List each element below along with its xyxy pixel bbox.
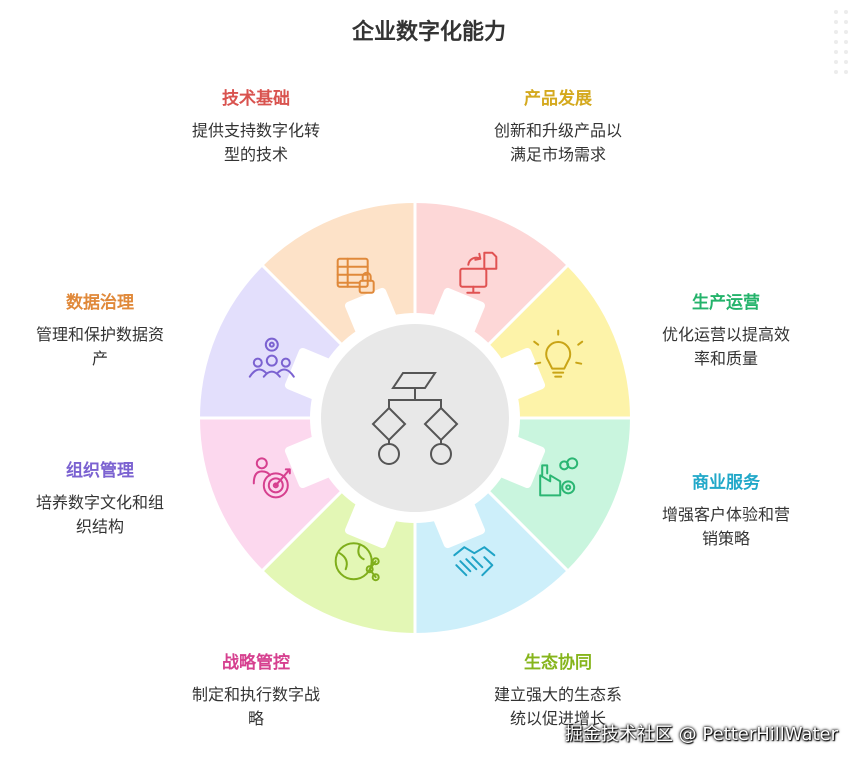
label-description-line: 织结构 [75,517,124,536]
label-description-line: 优化运营以提高效 [661,325,790,344]
label-description-line: 培养数字文化和组 [35,493,164,512]
person-target-icon [252,457,291,499]
label-ecosystem: 生态协同建立强大的生态系统以促进增长 [458,648,658,731]
label-description-line: 统以促进增长 [509,709,606,728]
table-lock-icon [336,257,375,294]
center-hub [321,324,509,512]
label-title: 产品发展 [524,89,592,109]
label-title: 商业服务 [692,473,760,493]
label-description-line: 型的技术 [223,145,288,164]
label-title: 组织管理 [66,461,134,481]
label-title: 战略管控 [222,653,290,673]
label-description-line: 率和质量 [693,349,758,368]
label-description-line: 建立强大的生态系 [493,685,622,704]
label-description-line: 产 [91,349,108,368]
label-description-line: 增强客户体验和营 [661,505,790,524]
label-title: 生态协同 [524,653,592,673]
label-description-line: 略 [247,709,264,728]
label-production: 生产运营优化运营以提高效率和质量 [626,288,826,371]
segment-divider [260,482,351,573]
label-description-line: 制定和执行数字战 [191,685,320,704]
label-description-line: 销策略 [701,529,750,548]
globe-network-icon [334,542,380,582]
label-strategy: 战略管控制定和执行数字战略 [156,648,356,731]
label-tech: 技术基础提供支持数字化转型的技术 [156,84,356,167]
handshake-icon [453,546,496,577]
team-gear-icon [248,337,295,378]
label-description-line: 管理和保护数据资 [35,325,164,344]
lightbulb-icon [533,329,584,378]
watermark: 掘金技术社区 @ PetterHillWater [564,724,838,745]
diagram-title: 企业数字化能力 [351,20,506,45]
label-description-line: 满足市场需求 [509,145,606,164]
monitor-refresh-icon [459,251,498,294]
label-title: 数据治理 [66,293,134,313]
segment-divider [479,263,570,354]
label-organization: 组织管理培养数字文化和组织结构 [0,456,200,539]
flowchart-icon [371,372,459,465]
factory-icon [539,457,579,497]
label-title: 生产运营 [692,293,760,313]
segment-divider [260,263,351,354]
label-description-line: 提供支持数字化转 [191,121,320,140]
segment-divider [479,482,570,573]
label-title: 技术基础 [222,89,290,109]
label-product: 产品发展创新和升级产品以满足市场需求 [458,84,658,167]
label-description-line: 创新和升级产品以 [493,121,622,140]
label-business: 商业服务增强客户体验和营销策略 [626,468,826,551]
dot-grid-decoration [834,10,848,74]
label-data: 数据治理管理和保护数据资产 [0,288,200,371]
